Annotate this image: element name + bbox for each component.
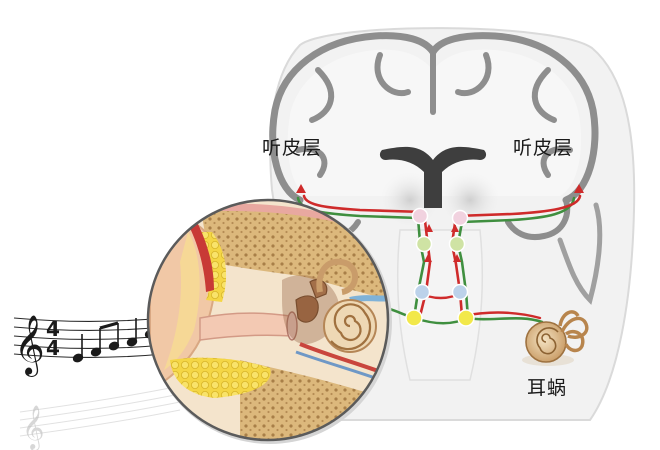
node-pink [451,209,469,227]
ear-canal [199,312,293,341]
temporal-bone [200,205,388,300]
gyrus-fold [295,145,328,178]
gyrus-fold [309,67,335,123]
pinna-cartilage [164,232,200,370]
auditory-cortex-left-label: 听皮层 [262,137,323,159]
node-blue [413,283,431,301]
auditory-cortex-right-label: 听皮层 [513,137,574,159]
eardrum [286,311,298,341]
cochlea-large-spiral [330,303,372,351]
cochlea-illustration [522,310,589,366]
arrowhead-up [424,254,432,262]
ossicles [295,295,319,323]
node-yellow [457,309,475,327]
ear-skin-red [188,220,214,292]
temporal-lobe-right [505,197,571,240]
time-signature-icon: 4 [46,317,60,341]
node-pink [411,207,429,225]
node-green [415,235,433,253]
cortex-inner-fill [287,49,582,196]
gyrus-fold [455,52,492,97]
auditory-nerve [349,295,388,303]
relay-nuclei [405,207,475,327]
gyrus-fold [531,67,557,123]
gyrus-fold [374,52,411,97]
ear-magnified-view [146,198,392,444]
semicircular-canal [558,310,580,327]
arrowhead-right [574,184,584,193]
temporal-lower-right [557,202,603,305]
arrowhead-up [425,224,433,232]
semicircular-canal [560,316,589,339]
lateral-ventricle [379,146,487,208]
treble-clef-icon: 𝄞 [14,315,45,377]
node-yellow [405,309,423,327]
semicircular-canal [564,329,585,353]
fat-tissue-lower [170,357,271,398]
magnifier-rim [146,198,390,442]
node-blue [451,283,469,301]
staff-reflection [19,385,181,437]
semicircular-canal-view [316,258,359,295]
arrowhead-up [453,254,461,262]
gyrus-fold [540,145,573,178]
time-signature-icon: 4 [46,336,60,360]
cochlea-label: 耳蜗 [527,377,568,399]
arrowhead-up [451,224,459,232]
node-green [448,235,466,253]
treble-clef-reflection-icon: 𝄞 [22,405,44,450]
cochlea-spiral [536,327,559,355]
arrowhead-left [296,184,306,193]
brainstem [396,229,484,381]
